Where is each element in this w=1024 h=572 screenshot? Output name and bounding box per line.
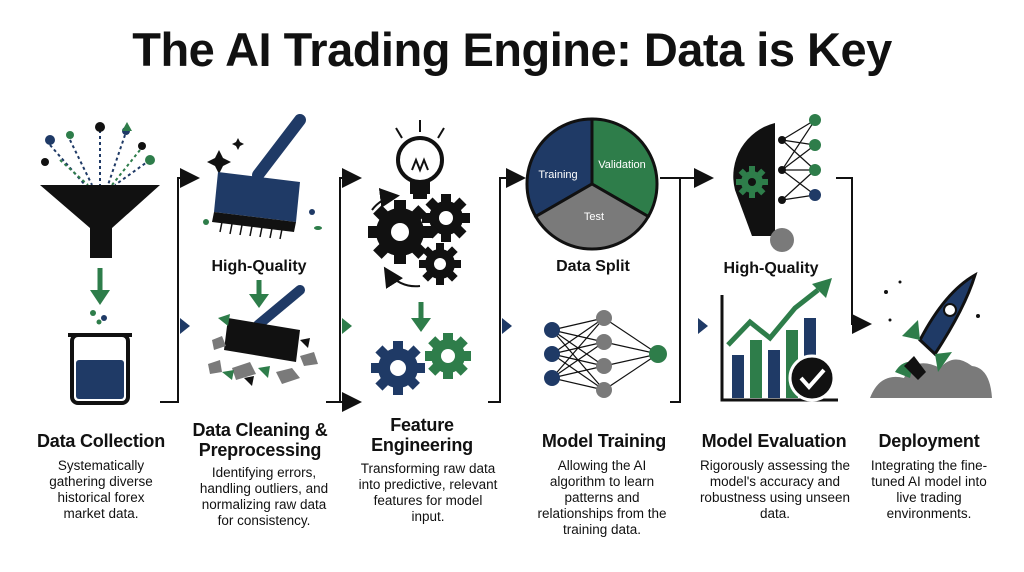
sublabel-data-split: Data Split [556, 258, 630, 275]
neural-network-icon [544, 310, 667, 398]
brush-debris-icon [208, 285, 318, 386]
lightbulb-icon [395, 120, 445, 199]
step-desc-model-training: Allowing the AI algorithm to learn patte… [537, 458, 667, 537]
beaker-icon [68, 310, 132, 405]
connector-5-6 [836, 177, 872, 334]
sublabel-high-quality-2: High-Quality [723, 260, 819, 277]
funnel-icon [40, 122, 160, 258]
step-desc-model-evaluation: Rigorously assessing the model's accurac… [699, 458, 851, 521]
brush-icon [203, 114, 322, 240]
step-desc-deployment: Integrating the fine-tuned AI model into… [870, 458, 988, 521]
step-desc-data-collection: Systematically gathering diverse histori… [49, 458, 153, 521]
step-marker-4 [698, 318, 708, 334]
pie-chart-icon: Training Validation Test [525, 117, 659, 251]
connector-1-2 [160, 168, 200, 403]
step-marker-3 [502, 318, 512, 334]
sublabel-high-quality-1: High-Quality [211, 258, 307, 275]
step-label-model-evaluation: Model Evaluation [701, 431, 847, 451]
gears-icon [368, 187, 470, 289]
step-label-data-collection: Data Collection [36, 431, 166, 451]
step-desc-data-cleaning: Identifying errors, handling outliers, a… [199, 465, 329, 528]
connector-2-3 [326, 168, 362, 412]
pie-label-validation: Validation [598, 159, 646, 171]
step-label-data-cleaning: Data Cleaning & Preprocessing [192, 420, 328, 460]
step-desc-feature-engineering: Transforming raw data into predictive, r… [358, 461, 498, 524]
gears-output-icon [371, 333, 471, 395]
step-marker-2 [342, 318, 352, 334]
rocket-icon [870, 271, 992, 398]
ai-head-icon [733, 114, 821, 252]
step-marker-1 [180, 318, 190, 334]
bar-chart-check-icon [720, 278, 838, 402]
connector-4-5 [660, 168, 714, 403]
step-label-feature-engineering: Feature Engineering [371, 415, 473, 455]
down-arrow-2 [249, 280, 269, 308]
step-label-model-training: Model Training [541, 431, 667, 451]
down-arrow-1 [90, 268, 110, 305]
connector-3-4 [488, 168, 526, 403]
pie-label-test: Test [584, 211, 604, 223]
page-title: The AI Trading Engine: Data is Key [132, 23, 892, 76]
pie-label-training: Training [538, 169, 577, 181]
down-arrow-3 [411, 302, 431, 332]
step-label-deployment: Deployment [878, 431, 980, 451]
